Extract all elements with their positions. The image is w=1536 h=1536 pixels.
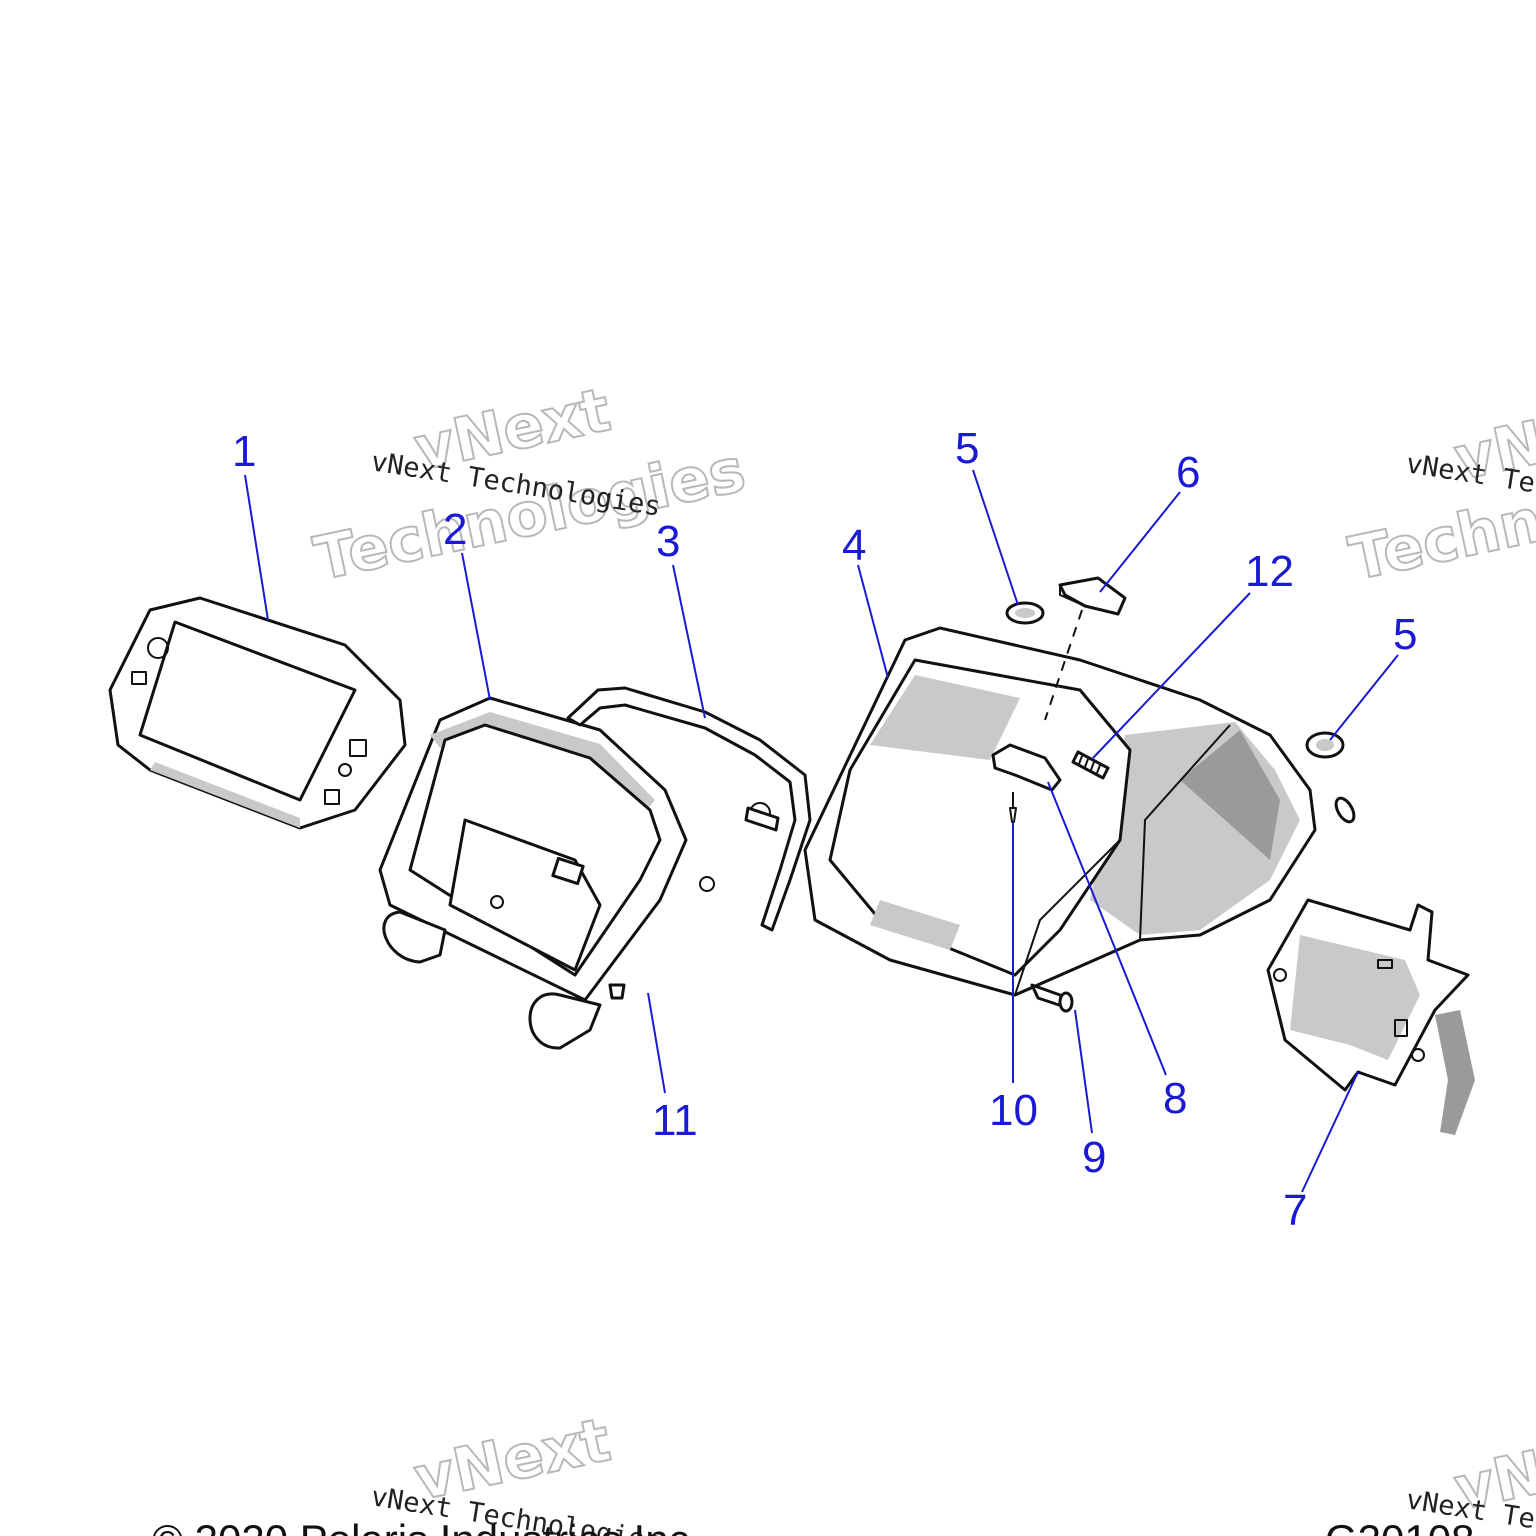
callout-5b: 5 [1393, 610, 1417, 659]
leader-7 [1301, 1071, 1359, 1193]
callout-numbers: 1 2 3 4 5 6 12 5 11 10 9 8 7 [232, 424, 1417, 1235]
part-cover-panel [1266, 898, 1475, 1135]
part-latch-6 [1044, 576, 1127, 721]
callout-12: 12 [1245, 547, 1294, 596]
part-spring-12 [1071, 750, 1110, 780]
callout-2: 2 [443, 505, 467, 554]
part-display-unit [108, 596, 407, 830]
callout-9: 9 [1082, 1133, 1106, 1182]
part-bezel [378, 696, 688, 1050]
leader-5a [972, 469, 1019, 606]
part-screw-11 [608, 983, 626, 1000]
leader-11 [647, 992, 666, 1094]
leader-12 [1092, 592, 1251, 759]
callout-8: 8 [1163, 1074, 1187, 1123]
callout-3: 3 [656, 517, 680, 566]
watermark-top-left: vNext Technologies vNext Technologies [308, 374, 753, 596]
leader-lines [244, 469, 1399, 1193]
callout-1: 1 [232, 427, 256, 476]
drawing-code: G20108 [1325, 1516, 1474, 1536]
callout-6: 6 [1176, 448, 1200, 497]
leader-5b [1329, 654, 1399, 741]
leader-8 [1047, 781, 1167, 1076]
callout-4: 4 [842, 521, 866, 570]
leader-9 [1074, 1009, 1093, 1134]
callout-7: 7 [1283, 1186, 1307, 1235]
leader-3 [672, 564, 706, 719]
callout-11: 11 [652, 1096, 698, 1145]
watermark-top-right: vNe Technolo vNext Te [1343, 398, 1536, 596]
part-seal-strip [566, 686, 812, 932]
leader-1 [244, 474, 269, 621]
part-grommet-5a [1005, 601, 1045, 625]
callout-10: 10 [989, 1086, 1038, 1135]
leader-6 [1099, 491, 1181, 593]
copyright-text: © 2020 Polaris Industries Inc. [152, 1516, 701, 1536]
part-latch-8 [991, 743, 1062, 792]
part-bolt-9 [1030, 983, 1074, 1013]
leader-2 [461, 552, 491, 701]
part-grommet-5b [1305, 731, 1356, 824]
callout-5a: 5 [955, 424, 979, 473]
leader-4 [857, 564, 889, 679]
